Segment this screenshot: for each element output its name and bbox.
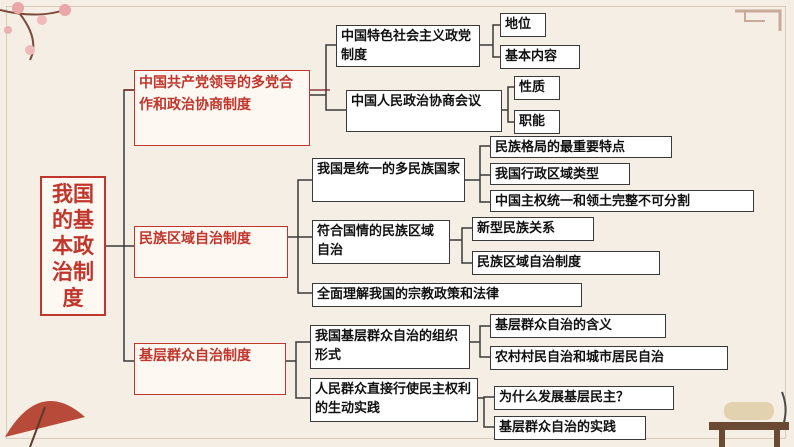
leaf-new-ethnic-relations: 新型民族关系 bbox=[472, 217, 594, 241]
branch-node-multiparty: 中国共产党领导的多党合作和政治协商制度 bbox=[134, 70, 310, 146]
umbrella-decoration bbox=[5, 401, 85, 447]
slide-frame bbox=[6, 6, 786, 439]
leaf-status: 地位 bbox=[500, 13, 546, 37]
leaf-regional-autonomy-system: 民族区域自治制度 bbox=[472, 251, 660, 275]
node-religion-policy: 全面理解我国的宗教政策和法律 bbox=[312, 283, 582, 307]
leaf-village-city-autonomy: 农村村民自治和城市居民自治 bbox=[490, 346, 728, 370]
leaf-admin-regions: 我国行政区域类型 bbox=[490, 163, 630, 185]
leaf-grassroots-practice: 基层群众自治的实践 bbox=[494, 416, 646, 440]
node-democratic-practice: 人民群众直接行使民主权利的生动实践 bbox=[310, 378, 478, 422]
node-unified-nation: 我国是统一的多民族国家 bbox=[312, 158, 465, 202]
leaf-functions: 职能 bbox=[514, 110, 560, 134]
root-node: 我国的基本政治制度 bbox=[40, 176, 106, 316]
node-party-system: 中国特色社会主义政党制度 bbox=[336, 25, 480, 67]
plum-blossom-decoration bbox=[0, 2, 71, 61]
node-grassroots-form: 我国基层群众自治的组织形式 bbox=[310, 325, 470, 369]
leaf-ethnic-pattern: 民族格局的最重要特点 bbox=[490, 136, 672, 158]
branch-node-grassroots: 基层群众自治制度 bbox=[134, 343, 286, 395]
corner-ornament-decoration bbox=[735, 9, 782, 31]
leaf-why-democracy: 为什么发展基层民主？ bbox=[494, 386, 674, 410]
leaf-nature: 性质 bbox=[514, 76, 560, 100]
leaf-grassroots-meaning: 基层群众自治的含义 bbox=[490, 314, 666, 338]
branch-node-ethnic-autonomy: 民族区域自治制度 bbox=[134, 226, 288, 278]
leaf-basic-content: 基本内容 bbox=[500, 45, 580, 69]
node-cppcc: 中国人民政治协商会议 bbox=[346, 90, 502, 132]
scroll-table-decoration bbox=[709, 391, 789, 447]
node-regional-autonomy: 符合国情的民族区域自治 bbox=[312, 220, 450, 264]
leaf-sovereignty: 中国主权统一和领土完整不可分割 bbox=[490, 190, 754, 212]
